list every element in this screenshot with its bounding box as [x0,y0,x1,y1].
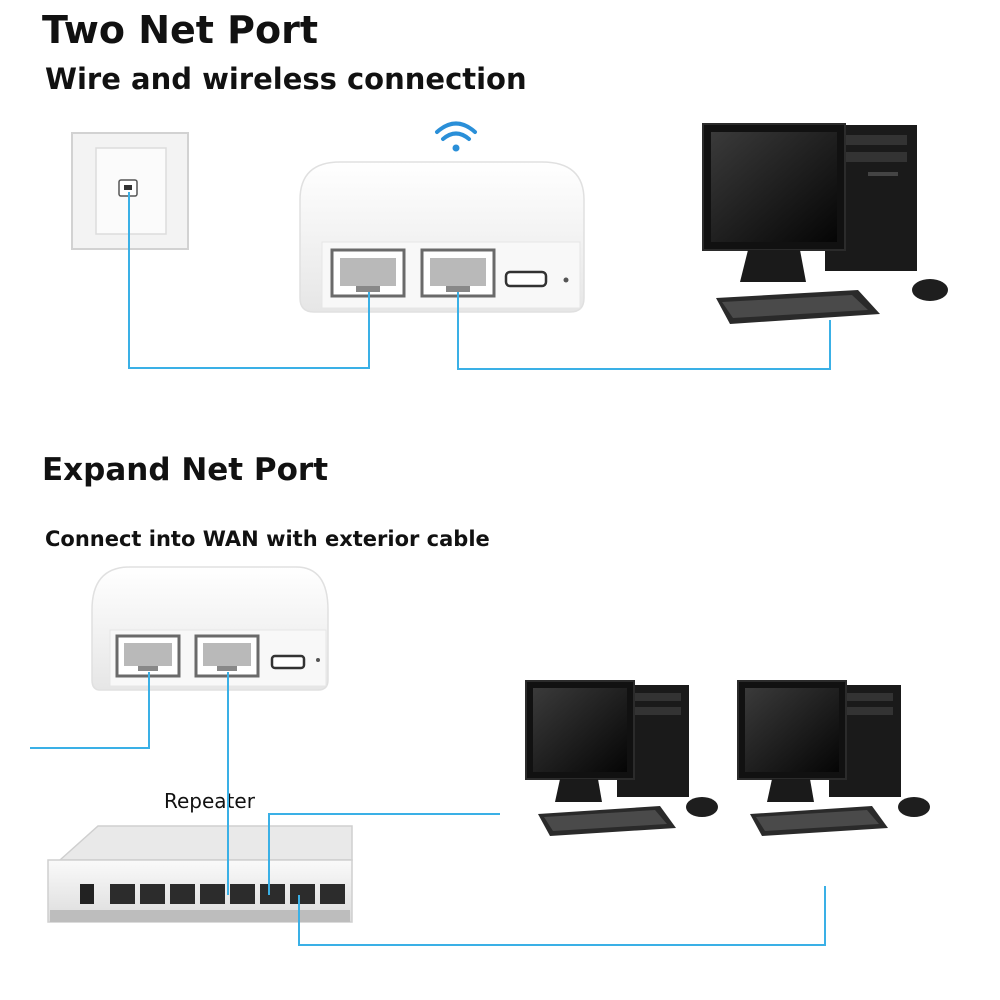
network-cable [128,192,831,370]
ethernet-port-icon [420,248,496,298]
section-subtitle-wire-wireless: Wire and wireless connection [45,62,527,96]
usb-port-icon [504,270,548,288]
usb-port-icon [270,654,306,670]
section-subtitle-wan-cable: Connect into WAN with exterior cable [45,527,490,551]
wifi-icon [435,121,477,152]
desktop-computer-icon [525,680,718,836]
ethernet-port-icon [194,634,260,678]
repeater-label: Repeater [164,789,255,813]
ethernet-port-icon [115,634,181,678]
wall-socket-icon [71,132,189,250]
section-title-two-net-port: Two Net Port [42,8,319,52]
section-title-expand-net-port: Expand Net Port [42,452,329,488]
ethernet-port-icon [330,248,406,298]
network-switch-icon [47,825,353,923]
network-cable [30,672,826,946]
desktop-computer-icon [702,123,948,324]
desktop-computer-icon [737,680,930,836]
router-icon [91,566,329,691]
router-icon [299,161,585,313]
switch-ports [110,884,345,904]
